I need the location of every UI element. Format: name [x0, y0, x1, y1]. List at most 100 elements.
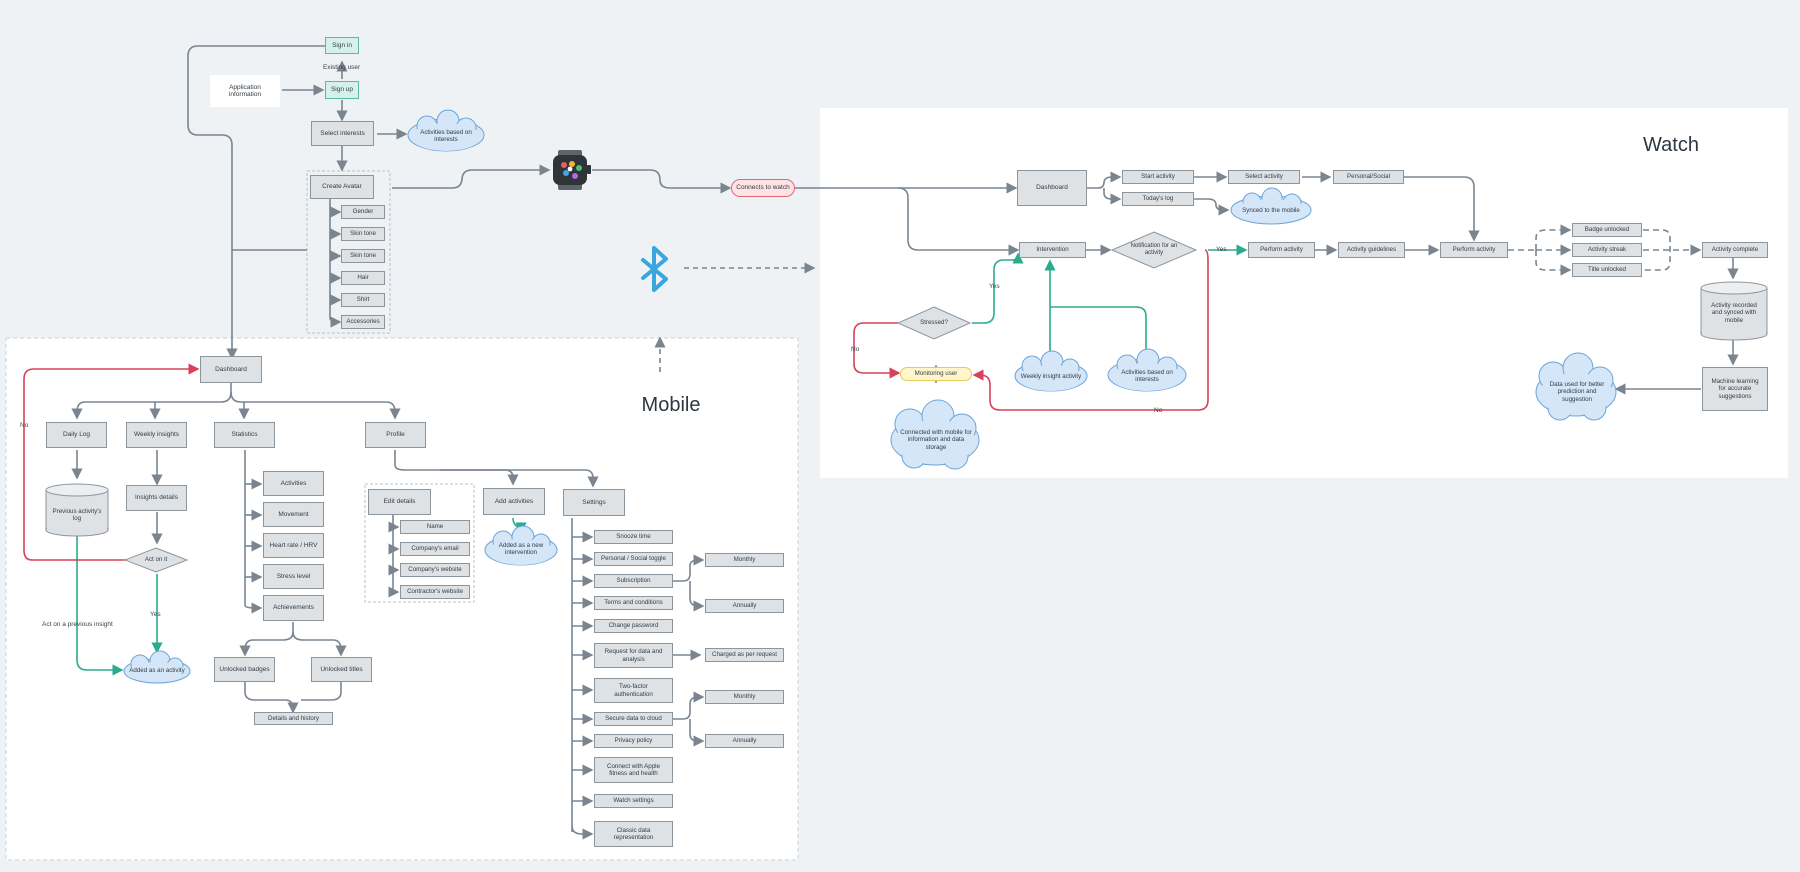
watch-yes-label-right: Yes: [1216, 246, 1227, 253]
watch-activities-interests-label: Activities based on interests: [1121, 368, 1173, 383]
perform-activity-node: Perform activity: [1248, 242, 1315, 258]
watch-no-label-notification: No: [1154, 407, 1163, 414]
edit-group-border: [364, 483, 475, 603]
added-as-activity-cloud: [123, 650, 191, 684]
avatar-option-shirt: Shirt: [341, 293, 385, 307]
data-used-cloud: [1535, 352, 1617, 421]
profile-node: Profile: [365, 422, 426, 448]
watch-activities-interests-cloud: [1107, 348, 1187, 392]
data-used-label: Data used for better prediction and sugg…: [1549, 381, 1605, 403]
watch-no-label-stressed: No: [851, 346, 860, 353]
setting-classic-data: Classic data representation: [594, 821, 673, 847]
activity-complete-node: Activity complete: [1702, 242, 1768, 258]
stat-stress-level-node: Stress level: [263, 564, 324, 589]
unlocked-titles-node: Unlocked titles: [311, 657, 372, 682]
application-information-node: Application information: [210, 75, 280, 107]
setting-terms-conditions: Terms and conditions: [594, 596, 673, 610]
added-as-activity-label: Added as an activity: [129, 667, 185, 675]
daily-log-node: Daily Log: [46, 422, 107, 448]
activities-interests-cloud-label: Activities based on interests: [420, 128, 472, 143]
edit-details-node: Edit details: [368, 489, 431, 515]
subscription-annually-node: Annually: [705, 599, 784, 613]
edit-company-website-node: Company's website: [400, 563, 470, 577]
previous-activity-log-label: Previous activity's log: [52, 507, 102, 522]
subscription-monthly-node: Monthly: [705, 553, 784, 567]
act-on-it-label: Act on it: [144, 556, 168, 564]
stat-achievements-node: Achievements: [263, 595, 324, 621]
start-activity-node: Start activity: [1122, 170, 1194, 184]
connected-mobile-label: Connected with mobile for information an…: [900, 429, 972, 451]
avatar-option-skin-tone-2: Skin tone: [341, 249, 385, 263]
stressed-label: Stressed?: [920, 319, 948, 327]
setting-watch-settings: Watch settings: [594, 794, 673, 808]
setting-personal-social-toggle: Personal / Social toggle: [594, 552, 673, 566]
setting-change-password: Change password: [594, 619, 673, 633]
avatar-option-skin-tone-1: Skin tone: [341, 227, 385, 241]
dashed-connectors: [1508, 224, 1702, 276]
weekly-insight-cloud: [1014, 350, 1088, 392]
machine-learning-node: Machine learning for accurate suggestion…: [1702, 367, 1768, 411]
watch-panel: [820, 108, 1788, 478]
secure-monthly-node: Monthly: [705, 690, 784, 704]
setting-secure-data: Secure data to cloud: [594, 712, 673, 726]
green-connectors: [76, 244, 1248, 676]
watch-dashboard-node: Dashboard: [1017, 170, 1087, 206]
added-intervention-cloud: [484, 525, 558, 566]
statistics-node: Statistics: [214, 422, 275, 448]
setting-two-factor: Two-factor authentication: [594, 678, 673, 703]
edit-company-email-node: Company's email: [400, 542, 470, 556]
weekly-insight-activity-label: Weekly insight activity: [1020, 373, 1082, 381]
edit-name-node: Name: [400, 520, 470, 534]
secure-annually-node: Annually: [705, 734, 784, 748]
synced-mobile-label: Synced to the mobile: [1242, 207, 1300, 215]
synced-mobile-cloud: [1230, 187, 1312, 225]
stat-movement-node: Movement: [263, 502, 324, 527]
mobile-dashboard-node: Dashboard: [200, 356, 262, 383]
gray-connectors: [71, 45, 1739, 840]
setting-request-data: Request for data and analysis: [594, 643, 673, 668]
stat-heart-rate-node: Heart rate / HRV: [263, 533, 324, 558]
bluetooth-icon: [641, 246, 668, 292]
previous-activity-log-cylinder: [45, 483, 109, 537]
avatar-option-hair: Hair: [341, 271, 385, 285]
badge-unlocked-node: Badge unlocked: [1572, 223, 1642, 237]
mobile-title: Mobile: [641, 393, 701, 416]
avatar-option-gender: Gender: [341, 205, 385, 219]
sign-in-node: Sign in: [325, 37, 359, 54]
edit-contractor-website-node: Contractor's website: [400, 585, 470, 599]
mobile-yes-label: Yes: [150, 611, 161, 618]
settings-node: Settings: [563, 489, 625, 516]
perform-activity-2-node: Perform activity: [1440, 242, 1508, 258]
mobile-no-label: No: [20, 422, 29, 429]
add-activities-node: Add activities: [483, 488, 545, 515]
setting-privacy-policy: Privacy policy: [594, 734, 673, 748]
setting-snooze-time: Snooze time: [594, 530, 673, 544]
intervention-node: Intervention: [1019, 242, 1086, 258]
stressed-diamond: [896, 306, 972, 340]
todays-log-node: Today's log: [1122, 192, 1194, 206]
details-history-node: Details and history: [254, 712, 333, 725]
connects-to-watch-node: Connects to watch: [731, 179, 795, 197]
act-on-previous-insight-label: Act on a previous insight: [42, 621, 113, 628]
activity-guidelines-node: Activity guidelines: [1338, 242, 1405, 258]
monitoring-user-node: Monitoring user: [900, 367, 972, 381]
insights-details-node: Insights details: [126, 485, 187, 511]
unlocked-badges-node: Unlocked badges: [214, 657, 275, 682]
avatar-group-border: [306, 170, 391, 334]
sign-up-node: Sign up: [325, 81, 359, 99]
connected-mobile-cloud: [890, 399, 980, 470]
charged-per-request-node: Charged as per request: [705, 648, 784, 662]
select-activity-node: Select activity: [1228, 170, 1300, 184]
activities-interests-cloud: [407, 109, 485, 152]
setting-subscription: Subscription: [594, 574, 673, 588]
added-intervention-label: Added as a new intervention: [498, 541, 544, 556]
select-interests-node: Select interests: [311, 121, 374, 146]
title-unlocked-node: Title unlocked: [1572, 263, 1642, 277]
activity-streak-node: Activity streak: [1572, 243, 1642, 257]
activity-recorded-label: Activity recorded and synced with mobile: [1711, 302, 1757, 324]
avatar-option-accessories: Accessories: [341, 315, 385, 329]
watch-yes-label-stressed: Yes: [989, 283, 1000, 290]
weekly-insights-node: Weekly insights: [126, 422, 187, 448]
notification-activity-label: Notification for an activity: [1130, 243, 1178, 256]
setting-apple-fitness: Connect with Apple fitness and health: [594, 757, 673, 783]
